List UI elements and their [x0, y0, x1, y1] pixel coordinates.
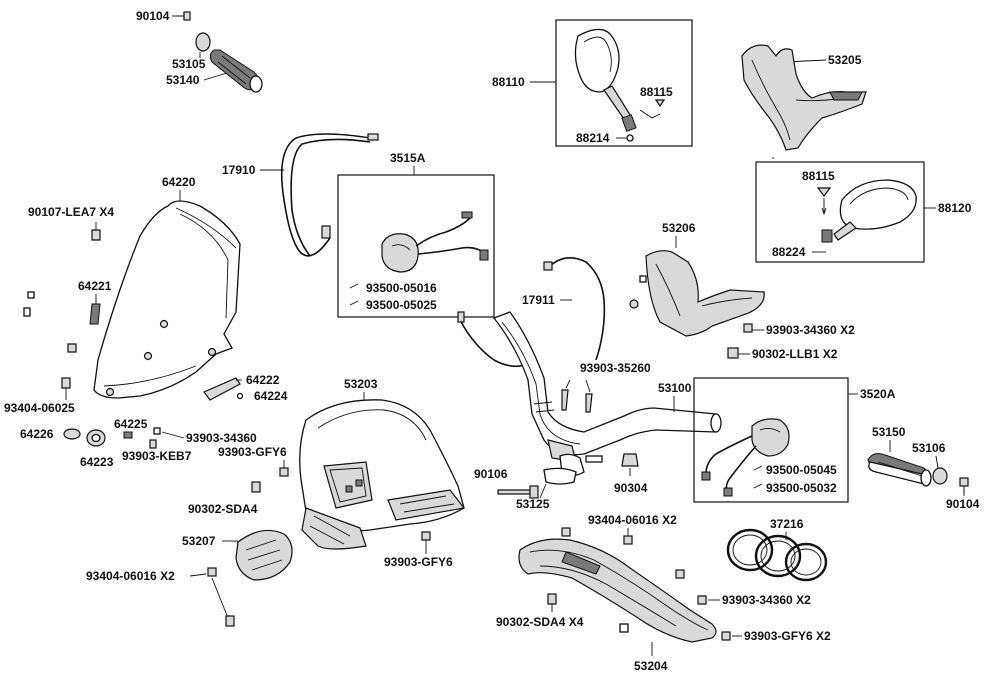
label-93903-gfy6-b: 93903-GFY6 — [384, 555, 453, 569]
label-93404-06016-mid: 93404-06016 X2 — [588, 513, 677, 527]
switch-assembly-3520A: 3520A 93500-05045 93500-05032 — [693, 377, 896, 503]
label-88224: 88224 — [772, 245, 806, 259]
mirror-head-left — [574, 28, 620, 93]
label-93500-05016: 93500-05016 — [366, 281, 437, 295]
switch-housing-right — [751, 418, 790, 457]
handlebar-53100: 53100 93903-35260 — [492, 311, 722, 477]
rear-cover-53204: 93404-06016 X2 90302-SDA4 X4 93903-34360… — [496, 513, 831, 673]
label-93404-06025: 93404-06025 — [4, 401, 75, 415]
frame-3515A — [337, 174, 495, 318]
label-64224: 64224 — [254, 389, 288, 403]
label-90304: 90304 — [614, 481, 648, 495]
label-64225: 64225 — [114, 417, 148, 431]
label-64222: 64222 — [246, 373, 280, 387]
switch-housing-left — [381, 233, 419, 273]
label-90302-llb1: 90302-LLB1 X2 — [752, 347, 838, 361]
label-88115-top: 88115 — [640, 85, 673, 99]
label-90104-right: 90104 — [946, 497, 980, 511]
label-64220: 64220 — [162, 175, 196, 189]
switch-assembly-3515A: 3515A 93500-05016 93500-05025 — [337, 151, 495, 318]
cover-53205: 53205 — [741, 44, 867, 159]
label-88214: 88214 — [576, 131, 610, 145]
label-3520A: 3520A — [860, 387, 896, 401]
label-53204: 53204 — [634, 659, 668, 673]
mirror-right-88120: 88120 88115 88224 — [755, 161, 972, 263]
bolt-90104-top — [183, 11, 191, 21]
label-3515A: 3515A — [390, 151, 426, 165]
label-93500-05025: 93500-05025 — [366, 298, 437, 312]
label-64226: 64226 — [20, 427, 54, 441]
mirror-left-88110: 88110 88115 88214 — [492, 19, 693, 147]
windshield-64220: 64220 90107-LEA7 X4 64221 93404-06025 — [4, 175, 241, 415]
label-93903-gfy6-a: 93903-GFY6 — [218, 445, 287, 459]
label-90104-top: 90104 — [136, 9, 170, 23]
label-93903-34360-x2-top: 93903-34360 X2 — [766, 323, 855, 337]
label-53203: 53203 — [344, 377, 378, 391]
label-93500-05045: 93500-05045 — [766, 463, 837, 477]
label-53205: 53205 — [828, 53, 862, 67]
bracket-64222 — [203, 377, 241, 401]
label-93903-34360: 93903-34360 — [186, 431, 257, 445]
label-53207: 53207 — [182, 534, 216, 548]
label-53206: 53206 — [662, 221, 696, 235]
washer-64226 — [63, 428, 81, 440]
label-88110: 88110 — [492, 75, 525, 89]
frame-88120 — [755, 161, 925, 263]
handlebar-mount-hardware: 90106 53125 90304 — [474, 453, 648, 511]
gasket-ring-2 — [754, 534, 802, 578]
label-90302-sda4: 90302-SDA4 — [188, 502, 258, 516]
label-53125: 53125 — [516, 497, 550, 511]
front-cover-upper — [741, 44, 867, 151]
end-cap-53106 — [932, 467, 948, 485]
label-53140: 53140 — [166, 73, 200, 87]
label-93404-06016-left: 93404-06016 X2 — [86, 569, 175, 583]
front-cover-53203: 53203 — [299, 377, 466, 550]
label-53105: 53105 — [172, 57, 206, 71]
label-64223: 64223 — [80, 455, 114, 469]
throttle-cable-17910: 17910 — [222, 133, 379, 257]
label-88120: 88120 — [938, 201, 972, 215]
brake-cable-17911: 17911 — [457, 257, 606, 368]
windshield-brackets: 64222 64224 64225 93903-34360 64226 6422… — [20, 373, 288, 469]
label-90106: 90106 — [474, 467, 508, 481]
gasket-ring-1 — [726, 528, 774, 572]
frame-3520A — [693, 377, 849, 503]
label-90302-sda4-x4: 90302-SDA4 X4 — [496, 615, 584, 629]
inner-cover-body — [645, 250, 765, 337]
end-cap-53105 — [195, 32, 211, 52]
label-17910: 17910 — [222, 163, 256, 177]
right-grip-assembly: 53150 53106 90104 — [867, 425, 980, 511]
label-93500-05032: 93500-05032 — [766, 481, 837, 495]
label-53150: 53150 — [872, 425, 906, 439]
inner-cover-53206: 53206 93903-34360 X2 90302-LLB1 X2 — [629, 221, 855, 361]
label-88115-right: 88115 — [802, 169, 835, 183]
label-37216: 37216 — [770, 517, 804, 531]
label-64221: 64221 — [78, 279, 112, 293]
label-93903-34360-x2-bottom: 93903-34360 X2 — [722, 593, 811, 607]
cover-fasteners: 93903-GFY6 90302-SDA4 53207 93404-06016 … — [86, 445, 453, 627]
label-93903-gfy6-x2: 93903-GFY6 X2 — [744, 629, 831, 643]
label-90107-lea7: 90107-LEA7 X4 — [28, 205, 114, 219]
left-grip-assembly: 90104 53105 53140 — [136, 9, 263, 93]
mirror-head-right — [839, 179, 917, 230]
windshield-body — [93, 200, 241, 399]
label-53100: 53100 — [658, 381, 692, 395]
gasket-37216: 37216 — [726, 517, 828, 582]
label-53106: 53106 — [912, 441, 946, 455]
label-93903-35260: 93903-35260 — [580, 361, 651, 375]
gasket-ring-3 — [784, 542, 828, 582]
label-17911: 17911 — [522, 293, 555, 307]
frame-88110 — [555, 19, 693, 147]
label-93903-keb7: 93903-KEB7 — [122, 449, 192, 463]
